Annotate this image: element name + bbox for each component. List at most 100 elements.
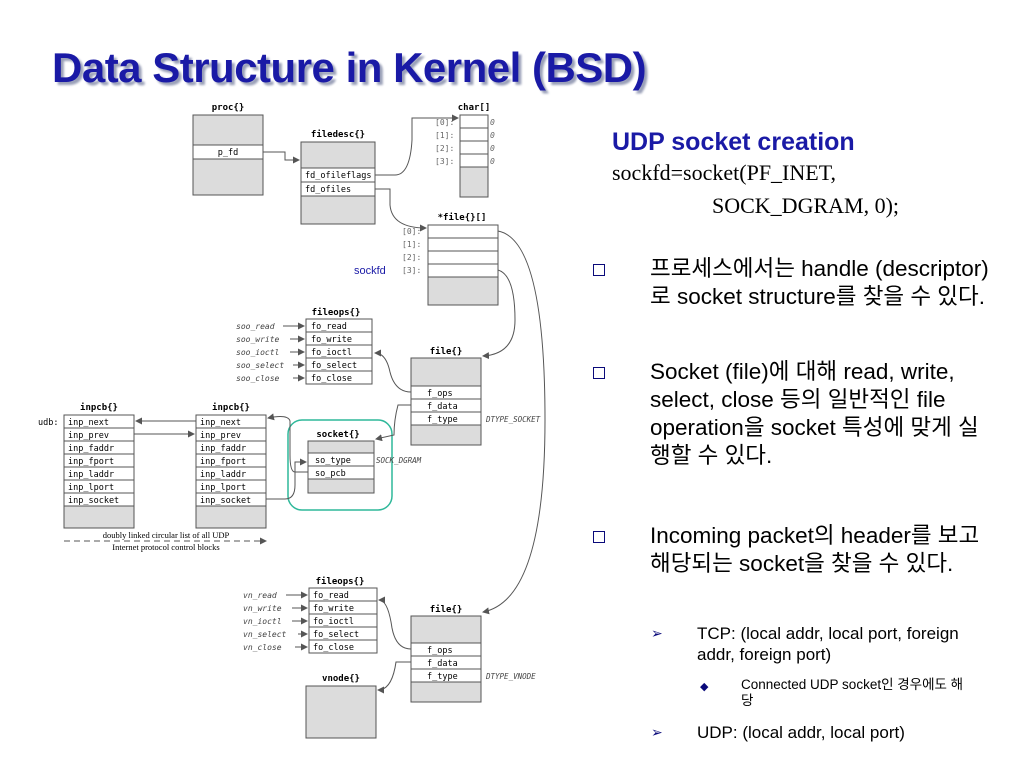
fileops-func: vn_ioctl [243, 617, 282, 626]
vnode-title: vnode{} [322, 674, 360, 684]
inpcb-field: inp_faddr [68, 444, 114, 454]
inpcb-title: inpcb{} [80, 402, 118, 413]
fileops-func: soo_write [236, 335, 280, 344]
sockfd-label: sockfd [354, 265, 386, 277]
fileops-field: fo_write [311, 335, 352, 345]
socket-field: so_pcb [315, 469, 346, 479]
sub-bullet-text: UDP: (local addr, local port) [697, 723, 905, 742]
char-array-title: char[] [458, 103, 491, 113]
file-vnode-struct: file{} f_ops f_data f_type DTYPE_VNODE [410, 604, 536, 703]
inpcb-field: inp_next [200, 418, 241, 428]
inpcb-field: inp_socket [200, 496, 251, 506]
file-field: f_ops [427, 646, 453, 656]
bullet-text: 프로세스에서는 handle (descriptor)로 socket stru… [650, 256, 989, 309]
fileops-func: vn_close [243, 643, 282, 652]
udb-label: udb: [38, 418, 58, 428]
char-index: [1]: [435, 131, 454, 140]
inpcb-field: inp_lport [200, 483, 246, 493]
bullet-text: Incoming packet의 header를 보고 해당되는 socket을… [650, 523, 980, 576]
sub-bullet-text: TCP: (local addr, local port, foreign ad… [697, 624, 959, 664]
fileops-field: fo_select [313, 630, 359, 640]
fileops-vnode-struct: fileops{} fo_read fo_write fo_ioctl fo_s… [243, 576, 378, 654]
file-index: [2]: [402, 253, 421, 262]
socket-call-line2: SOCK_DGRAM, 0); [712, 193, 900, 218]
file-field: f_type [427, 415, 458, 425]
char-index: [2]: [435, 144, 454, 153]
fileops-socket-struct: fileops{} fo_read fo_write fo_ioctl fo_s… [236, 307, 373, 385]
char-index: [3]: [435, 157, 454, 166]
pointer-arrows [134, 114, 546, 694]
file-field: f_type [427, 672, 458, 682]
char-array: char[] [0]: [1]: [2]: [3]: 0 0 0 0 [435, 103, 495, 198]
proc-field: p_fd [218, 148, 238, 158]
socket-field: so_type [315, 456, 351, 466]
fileops-func: soo_ioctl [236, 348, 279, 357]
sub-bullet-arrow-icon: ➢ [651, 626, 663, 642]
file-field: f_ops [427, 389, 453, 399]
kernel-data-structure-diagram: proc{} p_fd filedesc{} fd_ofileflags fd_… [38, 103, 546, 739]
file-array-title: *file{}[] [438, 212, 487, 223]
socket-struct: socket{} so_type so_pcb SOCK_DGRAM [287, 419, 422, 511]
char-index: [0]: [435, 118, 454, 127]
fileops-func: vn_read [243, 591, 277, 600]
inpcb-field: inp_next [68, 418, 109, 428]
fileops-field: fo_close [313, 643, 354, 653]
fileops-func: soo_read [236, 322, 275, 331]
list-note-line1: doubly linked circular list of all UDP [103, 530, 230, 540]
inpcb-head-struct: inpcb{} udb: inp_next inp_prev inp_faddr… [38, 402, 135, 529]
inpcb-field: inp_lport [68, 483, 114, 493]
bullet-icon [593, 531, 605, 543]
list-note: doubly linked circular list of all UDP I… [64, 530, 267, 552]
inpcb-field: inp_faddr [200, 444, 246, 454]
fileops-field: fo_ioctl [313, 617, 354, 627]
socket-title: socket{} [316, 430, 359, 440]
fileops-func: vn_select [243, 630, 287, 639]
fileops-field: fo_read [311, 322, 347, 332]
filedesc-title: filedesc{} [311, 129, 365, 140]
proc-struct: proc{} p_fd [192, 103, 264, 196]
fileops-func: soo_select [236, 361, 284, 370]
inpcb-field: inp_fport [68, 457, 114, 467]
inpcb-field: inp_prev [200, 431, 241, 441]
subsub-bullet-text: Connected UDP socket인 경우에도 해당 [741, 677, 964, 708]
fileops-field: fo_select [311, 361, 357, 371]
list-note-line2: Internet protocol control blocks [112, 542, 219, 552]
fileops-func: vn_write [243, 604, 282, 613]
filedesc-field: fd_ofileflags [305, 171, 372, 181]
inpcb-field: inp_fport [200, 457, 246, 467]
char-value: 0 [490, 157, 495, 166]
file-title: file{} [430, 604, 463, 615]
fileops-title: fileops{} [316, 576, 365, 587]
file-socket-struct: file{} f_ops f_data f_type DTYPE_SOCKET [410, 346, 541, 446]
fileops-func: soo_close [236, 374, 280, 383]
file-field: f_data [427, 402, 458, 412]
file-index: [3]: [402, 266, 421, 275]
char-value: 0 [490, 118, 495, 127]
socket-call-line1: sockfd=socket(PF_INET, [612, 160, 837, 185]
file-type-label: DTYPE_SOCKET [485, 415, 541, 424]
char-value: 0 [490, 144, 495, 153]
udp-socket-creation-heading: UDP socket creation [612, 128, 855, 156]
fileops-field: fo_write [313, 604, 354, 614]
filedesc-struct: filedesc{} fd_ofileflags fd_ofiles [300, 129, 376, 225]
char-value: 0 [490, 131, 495, 140]
fileops-field: fo_read [313, 591, 349, 601]
sub-bullet-arrow-icon: ➢ [651, 725, 663, 741]
inpcb-field: inp_socket [68, 496, 119, 506]
file-type-label: DTYPE_VNODE [485, 672, 536, 681]
proc-title: proc{} [212, 103, 245, 113]
file-index: [0]: [402, 227, 421, 236]
inpcb-title: inpcb{} [212, 402, 250, 413]
subsub-bullet-dot-icon: ◆ [700, 681, 709, 693]
filedesc-field: fd_ofiles [305, 185, 351, 195]
file-index: [1]: [402, 240, 421, 249]
file-field: f_data [427, 659, 458, 669]
slide-title: Data Structure in Kernel (BSD) [52, 44, 647, 91]
inpcb-field: inp_prev [68, 431, 109, 441]
inpcb-field: inp_laddr [200, 470, 246, 480]
fileops-field: fo_close [311, 374, 352, 384]
vnode-struct: vnode{} [305, 674, 377, 739]
bullet-text: Socket (file)에 대해 read, write, select, c… [650, 359, 979, 468]
inpcb-field: inp_laddr [68, 470, 114, 480]
bullet-icon [593, 367, 605, 379]
